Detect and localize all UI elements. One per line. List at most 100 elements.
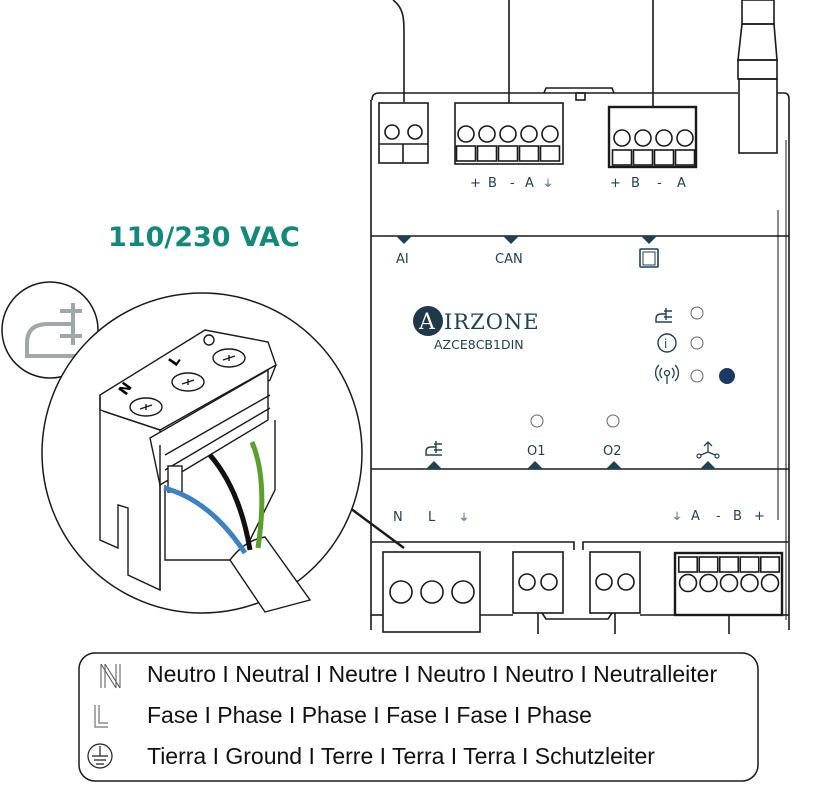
terminal-o2: [589, 551, 641, 634]
brand-initial: A: [418, 310, 436, 335]
top-bus2-labels: + B - A: [610, 176, 686, 191]
terminal-screw: [457, 125, 475, 143]
wire-live: [208, 453, 253, 551]
terminal-screw: [634, 129, 652, 147]
terminal-slot: [476, 145, 498, 162]
info-icon: i: [657, 333, 677, 353]
model-number: AZCE8CB1DIN: [434, 337, 524, 352]
legend-row-neutral: Neutro I Neutral I Neutre I Neutro I Neu…: [147, 661, 717, 687]
neutral-symbol-icon: [100, 663, 121, 689]
label-a: A: [691, 509, 700, 524]
label-a: A: [677, 176, 686, 191]
label-b: B: [733, 509, 742, 524]
label-ground: ⏚: [672, 511, 682, 523]
terminal-screw: [499, 125, 517, 143]
wire-ground: [249, 441, 265, 549]
thermostat-icon: [639, 248, 659, 268]
antenna: [737, 0, 778, 154]
led-info: [690, 336, 704, 350]
terminal-screw: [760, 573, 780, 593]
plug-connector: [99, 329, 312, 613]
wireless-icon: [654, 364, 680, 384]
port-marker-can: [503, 236, 519, 244]
port-marker-ai: [396, 236, 412, 244]
led-wireless: [690, 369, 704, 383]
label-b: B: [488, 176, 497, 191]
terminal-screw: [699, 573, 718, 593]
led-o1: [530, 414, 544, 428]
terminal-screw: [541, 125, 559, 143]
terminal-slot: [611, 149, 633, 166]
label-ground: ⏚: [543, 178, 553, 190]
label-minus: -: [510, 176, 515, 191]
wire-neutral: [163, 485, 248, 555]
brand-name: IRZONE: [444, 310, 540, 334]
terminal-bus-bottom-5pin: [673, 551, 784, 634]
supply-voltage-label: 110/230 VAC: [108, 222, 300, 253]
terminal-bus-top-5pin: [454, 102, 564, 165]
terminal-screw: [719, 573, 739, 593]
led-o2: [606, 414, 620, 428]
terminal-slot: [739, 556, 760, 573]
port-label-o2: O2: [603, 444, 622, 459]
bottom-bus-labels: ⏚ A - B +: [672, 509, 765, 524]
top-port-markers: AI CAN: [396, 236, 659, 268]
label-minus: -: [716, 509, 721, 524]
brand-logo: A IRZONE AZCE8CB1DIN: [413, 306, 540, 352]
status-leds: i: [654, 306, 735, 384]
label-plus: +: [470, 176, 481, 191]
legend: Neutro I Neutral I Neutre I Neutro I Neu…: [78, 652, 759, 782]
terminal-power: [382, 551, 481, 633]
label-plus: +: [754, 509, 765, 524]
terminal-slot: [497, 145, 519, 162]
power-plug-icon: [425, 441, 442, 456]
bus-split-icon: [696, 441, 720, 459]
terminal-slot: [539, 145, 561, 162]
bottom-port-markers: O1 O2: [425, 441, 720, 469]
terminal-slot: [698, 556, 719, 573]
top-wires: [392, 0, 654, 107]
connector-detail: N L: [41, 292, 405, 614]
terminal-screw: [678, 573, 698, 593]
top-bus1-labels: + B - A ⏚: [470, 176, 553, 191]
terminal-slot: [518, 145, 540, 162]
legend-row-ground: Tierra I Ground I Terre I Terra I Terra …: [147, 743, 655, 769]
label-ground: ⏚: [459, 512, 469, 524]
terminal-bus-top-4pin: [607, 105, 698, 169]
led-power: [690, 306, 704, 320]
led-wireless-active: [719, 368, 735, 384]
label-l: L: [428, 510, 436, 525]
terminal-o1: [512, 551, 564, 634]
device-body: [370, 87, 790, 630]
legend-row-phase: Fase I Phase I Phase I Fase I Fase I Pha…: [147, 702, 592, 728]
port-label-ai: AI: [396, 252, 409, 267]
terminal-ai: [378, 102, 429, 164]
power-symbol-badge: [1, 281, 99, 379]
label-a: A: [525, 176, 534, 191]
port-label-can: CAN: [495, 252, 523, 267]
terminal-slot: [455, 145, 477, 162]
power-plug-icon: [25, 303, 82, 358]
terminal-slot: [653, 149, 675, 166]
ground-symbol-icon: [87, 743, 113, 769]
bottom-power-labels: N L ⏚: [393, 510, 469, 525]
terminal-slot: [759, 556, 781, 573]
phase-symbol-icon: [94, 705, 108, 728]
label-plus: +: [610, 176, 621, 191]
power-plug-icon: [655, 308, 672, 323]
terminal-slot: [674, 149, 696, 166]
terminal-screw: [613, 129, 631, 147]
terminal-screw: [676, 129, 694, 147]
label-minus: -: [657, 176, 662, 191]
port-label-o1: O1: [527, 444, 546, 459]
terminal-screw: [740, 573, 759, 593]
port-marker-display: [641, 236, 657, 244]
label-b: B: [631, 176, 640, 191]
terminal-slot: [677, 556, 699, 573]
label-n: N: [393, 510, 403, 525]
terminal-screw: [655, 129, 673, 147]
terminal-screw: [520, 125, 538, 143]
terminal-slot: [632, 149, 654, 166]
svg-text:i: i: [664, 337, 667, 351]
